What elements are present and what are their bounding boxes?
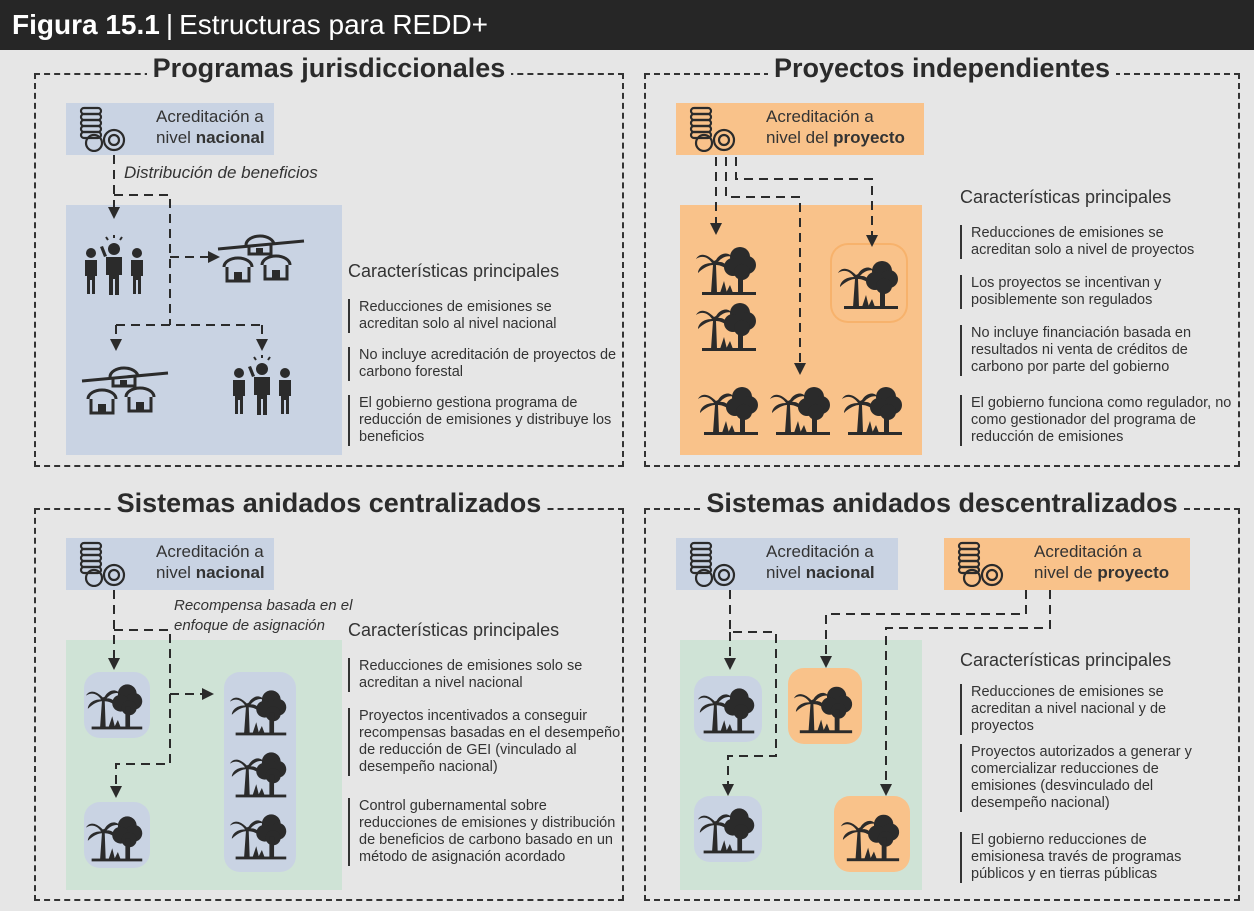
forest-icon [698, 381, 762, 437]
feature-item: El gobierno funciona como regulador, no … [960, 395, 1233, 446]
forest-icon [230, 746, 290, 800]
feature-item: Proyectos autorizados a generar y comerc… [960, 744, 1211, 812]
panel-sistemas-centralizados: Sistemas anidados centralizados Acredita… [34, 488, 624, 901]
forest-icon [838, 255, 902, 311]
forest-icon [86, 678, 146, 732]
figure-header: Figura 15.1|Estructuras para REDD+ [0, 0, 1254, 50]
forest-icon [698, 802, 758, 856]
features-heading: Características principales [348, 620, 560, 640]
forest-icon [842, 381, 906, 437]
panel-title: Proyectos independientes [767, 53, 1117, 83]
panel-title: Sistemas anidados centralizados [110, 488, 548, 518]
forest-icon [698, 682, 758, 736]
features-heading: Características principales [348, 261, 560, 281]
village-huts-icon [216, 223, 306, 287]
feature-item: No incluye acreditación de proyectos de … [348, 347, 621, 381]
flow-arrows [710, 157, 878, 375]
flow-arrows [108, 590, 214, 798]
feature-item: Reducciones de emisiones se acreditan so… [960, 225, 1221, 259]
header-separator: | [165, 9, 174, 40]
forest-icon [794, 680, 856, 736]
feature-item: Proyectos incentivados a conseguir recom… [348, 708, 621, 776]
flow-arrows [108, 155, 268, 351]
figure-number: Figura 15.1 [12, 9, 160, 40]
forest-icon [696, 297, 760, 353]
community-people-icon-2 [230, 355, 294, 415]
feature-item: No incluye financiación basada en result… [960, 325, 1221, 376]
panel-sistemas-descentralizados: Sistemas anidados descentralizados Acred… [644, 488, 1240, 901]
panel-programas-jurisdiccionales: Programas jurisdiccionales Acreditación … [34, 53, 624, 467]
village-huts-icon-2 [80, 355, 170, 419]
panel-title: Sistemas anidados descentralizados [700, 488, 1184, 518]
forest-icon [230, 684, 290, 738]
forest-icon [770, 381, 834, 437]
feature-item: El gobierno gestiona programa de reducci… [348, 395, 621, 446]
feature-item: Reducciones de emisiones solo se acredit… [348, 658, 599, 692]
figure-title: Estructuras para REDD+ [179, 9, 489, 40]
feature-item: Los proyectos se incentivan y posiblemen… [960, 275, 1221, 309]
forest-icon [230, 808, 290, 862]
forest-icon [86, 810, 146, 864]
feature-item: Control gubernamental sobre reducciones … [348, 798, 621, 866]
feature-item: El gobierno reducciones de emisionesa tr… [960, 832, 1211, 883]
panel-title: Programas jurisdiccionales [146, 53, 512, 83]
benefit-distribution-note: Distribución de beneficios [124, 163, 318, 182]
community-people-icon [82, 235, 146, 295]
forest-icon [696, 241, 760, 297]
features-heading: Características principales [960, 187, 1172, 207]
feature-item: Reducciones de emisiones se acreditan a … [960, 684, 1207, 735]
feature-item: Reducciones de emisiones se acreditan so… [348, 299, 609, 333]
flow-arrows [722, 590, 1051, 796]
features-heading: Características principales [960, 650, 1172, 670]
forest-icon [841, 808, 903, 864]
